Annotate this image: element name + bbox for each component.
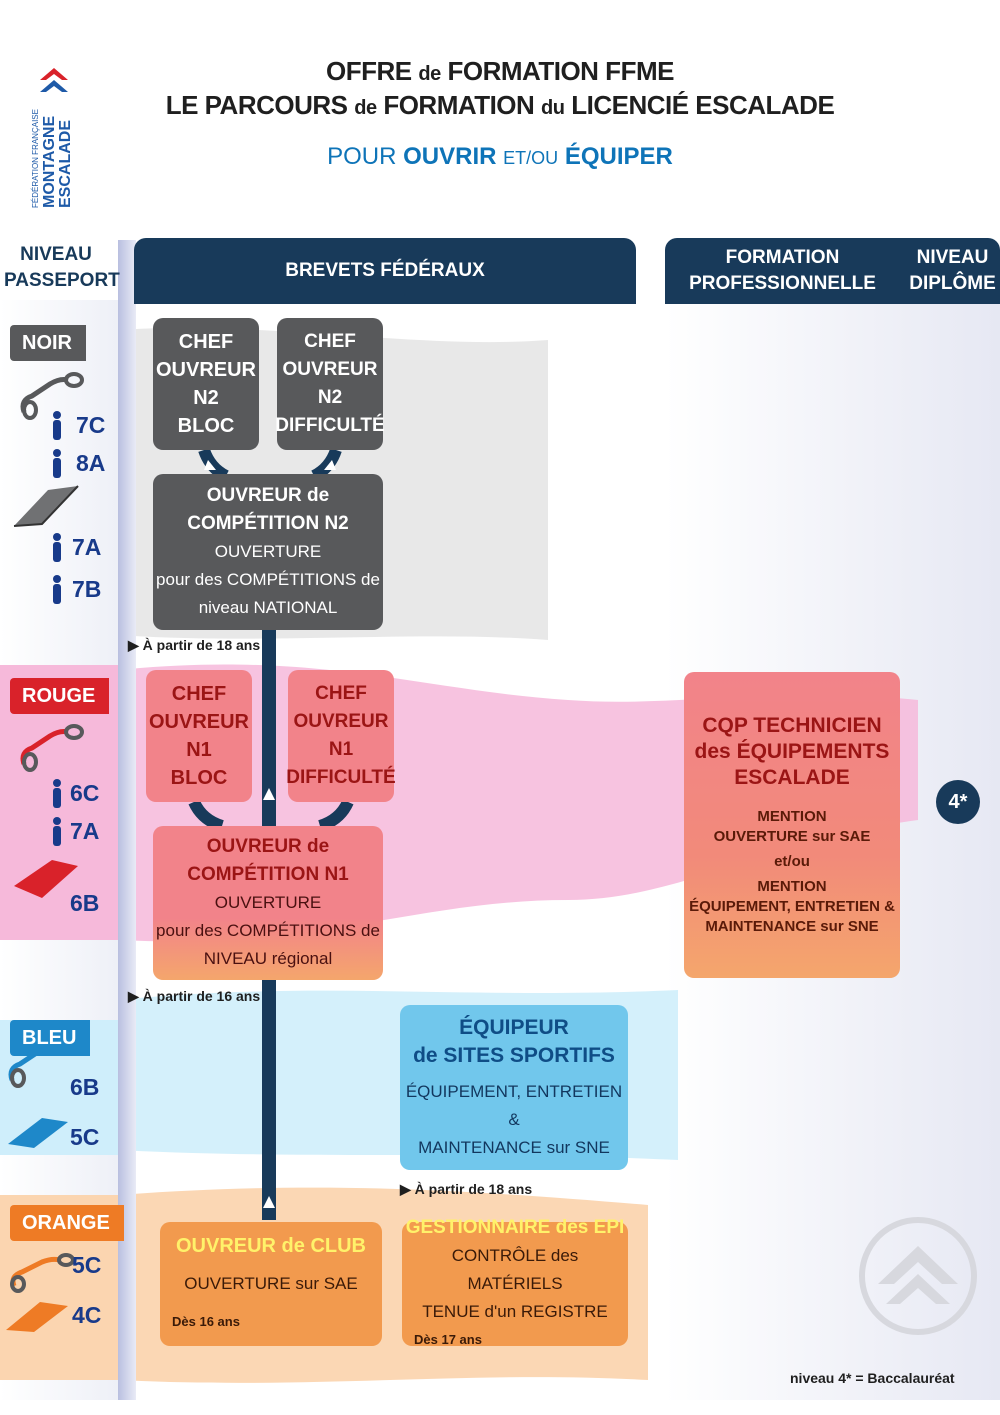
page-subtitle: POUR OUVRIR ET/OU ÉQUIPER xyxy=(327,143,673,170)
level-tag-rouge: ROUGE xyxy=(10,678,110,714)
level-tag-noir: NOIR xyxy=(10,325,86,361)
grade-7a: 7A xyxy=(72,534,102,560)
quickdraw-black-icon xyxy=(20,372,84,420)
boulder-hold-blue-icon xyxy=(8,1118,68,1148)
grade-6c: 6C xyxy=(70,780,100,806)
grade-5c-orange: 5C xyxy=(72,1252,102,1278)
grade-6b-rouge: 6B xyxy=(70,890,100,916)
box-equipeur-sites-sportifs: ÉQUIPEUR de SITES SPORTIFS ÉQUIPEMENT, E… xyxy=(400,1005,628,1170)
climber-icon xyxy=(53,817,61,846)
diploma-level-badge: 4* xyxy=(936,780,980,824)
age-note-16: ▶ À partir de 16 ans xyxy=(128,988,261,1004)
logo-line3: ESCALADE xyxy=(57,120,74,208)
footnote: niveau 4* = Baccalauréat xyxy=(790,1370,955,1386)
page-title-line1: OFFRE de FORMATION FFME xyxy=(326,56,674,86)
grade-7b: 7B xyxy=(72,576,102,602)
logo-line1: FÉDÉRATION FRANÇAISE xyxy=(31,109,40,208)
box-ouvreur-club: OUVREUR de CLUB OUVERTURE sur SAE Dès 16… xyxy=(160,1222,382,1346)
boulder-hold-orange-icon xyxy=(6,1302,68,1332)
box-gestionnaire-epi: GESTIONNAIRE des EPI CONTRÔLE des MATÉRI… xyxy=(402,1217,628,1347)
column-divider xyxy=(118,240,136,1400)
climber-icon xyxy=(53,779,61,808)
ffme-watermark-icon xyxy=(859,1217,977,1335)
boulder-hold-red-icon xyxy=(14,860,78,898)
quickdraw-blue-icon xyxy=(8,1045,57,1088)
grade-4c: 4C xyxy=(72,1302,102,1328)
arrow-up-icon xyxy=(263,1196,275,1208)
boulder-hold-grey-icon xyxy=(13,485,79,527)
grade-7c: 7C xyxy=(76,412,106,438)
ffme-logo: FÉDÉRATION FRANÇAISE MONTAGNE ESCALADE xyxy=(22,22,92,208)
page-title-line2: LE PARCOURS de FORMATION du LICENCIÉ ESC… xyxy=(165,90,835,120)
climber-icon xyxy=(53,533,61,562)
quickdraw-red-icon xyxy=(20,724,84,772)
logo-line2: MONTAGNE xyxy=(41,116,58,208)
age-note-18-n2: ▶ À partir de 18 ans xyxy=(128,637,261,653)
level-tag-orange: ORANGE xyxy=(10,1205,124,1241)
arrow-up-icon xyxy=(263,788,275,800)
ffme-logo-mark: FÉDÉRATION FRANÇAISE MONTAGNE ESCALADE xyxy=(31,68,74,208)
quickdraw-orange-icon xyxy=(10,1253,74,1293)
brevets-header: BREVETS FÉDÉRAUX xyxy=(134,238,636,304)
age-note-18-equipeur: ▶ À partir de 18 ans xyxy=(400,1181,533,1197)
grade-6b-bleu: 6B xyxy=(70,1074,100,1100)
grade-8a: 8A xyxy=(76,450,106,476)
grade-7a-rouge: 7A xyxy=(70,818,100,844)
level-tag-bleu: BLEU xyxy=(10,1020,91,1056)
climber-icon xyxy=(53,449,61,478)
climber-icon xyxy=(53,575,61,604)
connectors-n1 xyxy=(188,800,354,830)
grade-5c-bleu: 5C xyxy=(70,1124,100,1150)
climber-icon xyxy=(53,411,61,440)
box-cqp-technicien: CQP TECHNICIEN des ÉQUIPEMENTS ESCALADE … xyxy=(684,672,900,978)
